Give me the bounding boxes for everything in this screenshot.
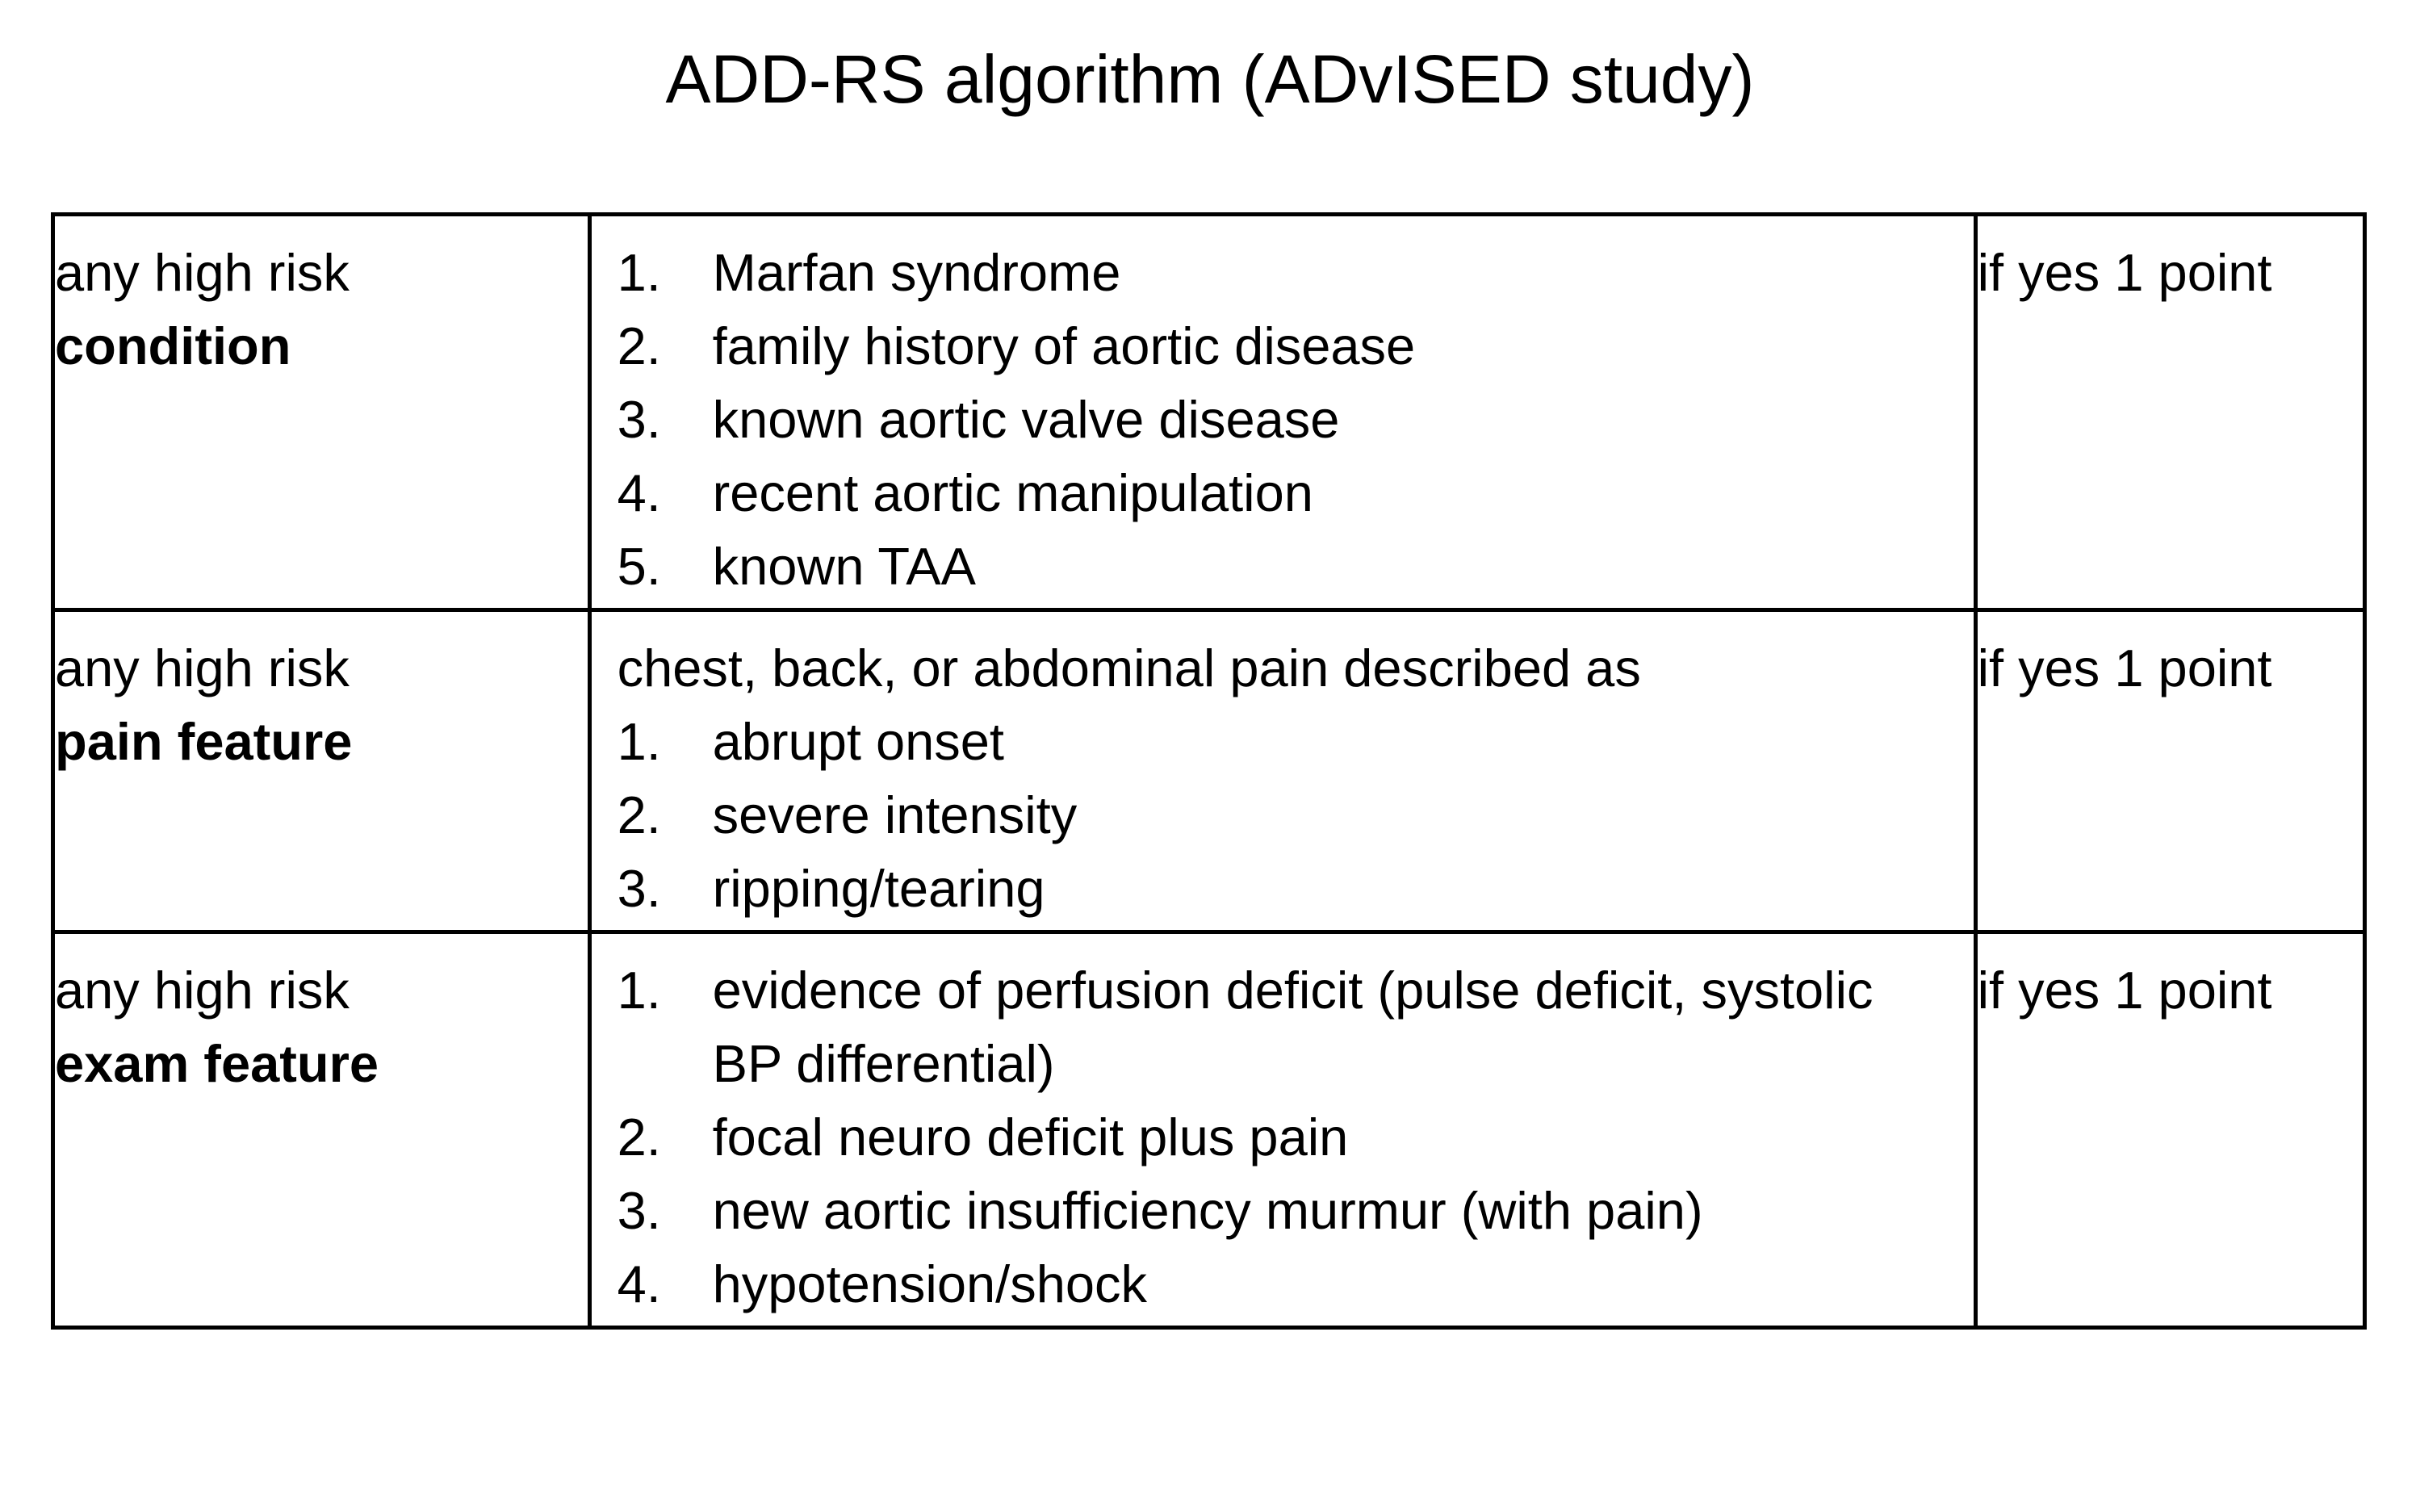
criteria-item: known TAA — [618, 530, 976, 603]
table-row-exam-feature: any high risk exam feature evidence of p… — [51, 930, 2368, 1330]
page-title: ADD-RS algorithm (ADvISED study) — [665, 41, 1755, 117]
row-label-cell-condition: any high risk condition — [51, 212, 592, 612]
criteria-item: recent aortic manipulation — [618, 456, 1313, 530]
row-score: if yes 1 point — [1977, 961, 2272, 1020]
row-label-category: pain feature — [55, 712, 353, 771]
criteria-item: abrupt onset — [618, 705, 1004, 778]
criteria-item: new aortic insufficiency murmur (with pa… — [618, 1174, 1703, 1247]
table-row-condition: any high risk condition Marfan syndrome … — [51, 212, 2368, 612]
row-label-cell-exam: any high risk exam feature — [51, 930, 592, 1330]
row-score: if yes 1 point — [1977, 639, 2272, 697]
row-score-cell-condition: if yes 1 point — [1973, 212, 2368, 612]
table-row-pain-feature: any high risk pain feature chest, back, … — [51, 608, 2368, 934]
row-label-category: exam feature — [55, 1034, 379, 1093]
row-label-prefix: any high risk — [55, 243, 350, 302]
add-rs-table: any high risk condition Marfan syndrome … — [51, 212, 2368, 1330]
row-score-cell-exam: if yes 1 point — [1973, 930, 2368, 1330]
criteria-item: severe intensity — [618, 778, 1078, 852]
row-label-prefix: any high risk — [55, 639, 350, 697]
criteria-item: hypotension/shock — [618, 1247, 1148, 1321]
row-criteria-cell-condition: Marfan syndrome family history of aortic… — [587, 212, 1978, 612]
criteria-item: family history of aortic disease — [618, 309, 1416, 383]
row-score-cell-pain: if yes 1 point — [1973, 608, 2368, 934]
row-label-cell-pain: any high risk pain feature — [51, 608, 592, 934]
row-score: if yes 1 point — [1977, 243, 2272, 302]
criteria-item: ripping/tearing — [618, 852, 1045, 925]
row-criteria-cell-exam: evidence of perfusion deficit (pulse def… — [587, 930, 1978, 1330]
criteria-list-condition: Marfan syndrome family history of aortic… — [592, 236, 1974, 603]
criteria-list-pain: abrupt onset severe intensity ripping/te… — [592, 705, 1974, 925]
criteria-list-exam: evidence of perfusion deficit (pulse def… — [592, 953, 1974, 1321]
criteria-item: known aortic valve disease — [618, 383, 1340, 456]
row-criteria-cell-pain: chest, back, or abdominal pain described… — [587, 608, 1978, 934]
criteria-item: Marfan syndrome — [618, 236, 1121, 309]
criteria-item: evidence of perfusion deficit (pulse def… — [618, 953, 1874, 1093]
criteria-intro: chest, back, or abdominal pain described… — [617, 639, 1641, 697]
row-label-category: condition — [55, 316, 291, 375]
row-label-prefix: any high risk — [55, 961, 350, 1020]
criteria-item: focal neuro deficit plus pain — [618, 1100, 1349, 1174]
